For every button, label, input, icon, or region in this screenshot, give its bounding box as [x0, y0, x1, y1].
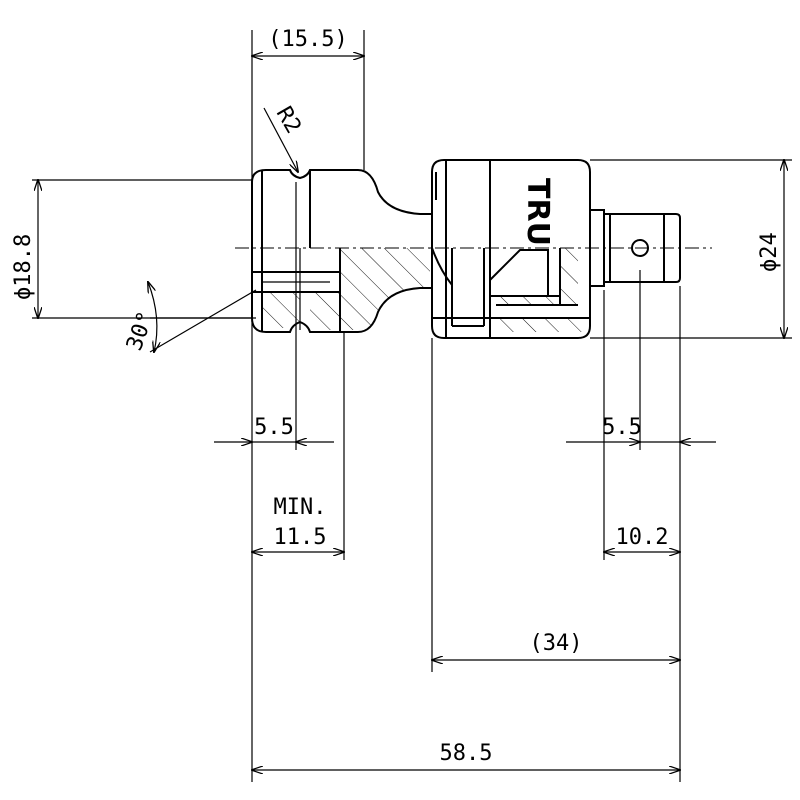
- dim-square-length: 10.2: [616, 525, 669, 550]
- section-hatching: [262, 248, 590, 332]
- dim-chamfer-angle: 30°: [122, 308, 159, 354]
- extension-lines: [32, 30, 792, 782]
- square-drive: [590, 209, 681, 287]
- dim-radius: R2: [271, 103, 306, 138]
- dim-socket-depth: (15.5): [268, 27, 347, 52]
- dim-body-diameter: ϕ24: [757, 232, 782, 272]
- dim-right-offset: 5.5: [602, 415, 642, 440]
- dim-overall-length: 58.5: [440, 741, 493, 766]
- brand-mark: TRU: [520, 178, 555, 246]
- dim-socket-diameter: ϕ18.8: [11, 234, 36, 300]
- dim-min-depth: 11.5: [274, 525, 327, 550]
- radius-leader: [263, 107, 298, 172]
- joint-head: [431, 159, 591, 339]
- dim-min-label: MIN.: [274, 495, 327, 520]
- detent-ball: [631, 239, 649, 257]
- dim-left-offset: 5.5: [254, 415, 294, 440]
- angle-annotation: [148, 282, 257, 352]
- dim-head-length: (34): [530, 631, 583, 656]
